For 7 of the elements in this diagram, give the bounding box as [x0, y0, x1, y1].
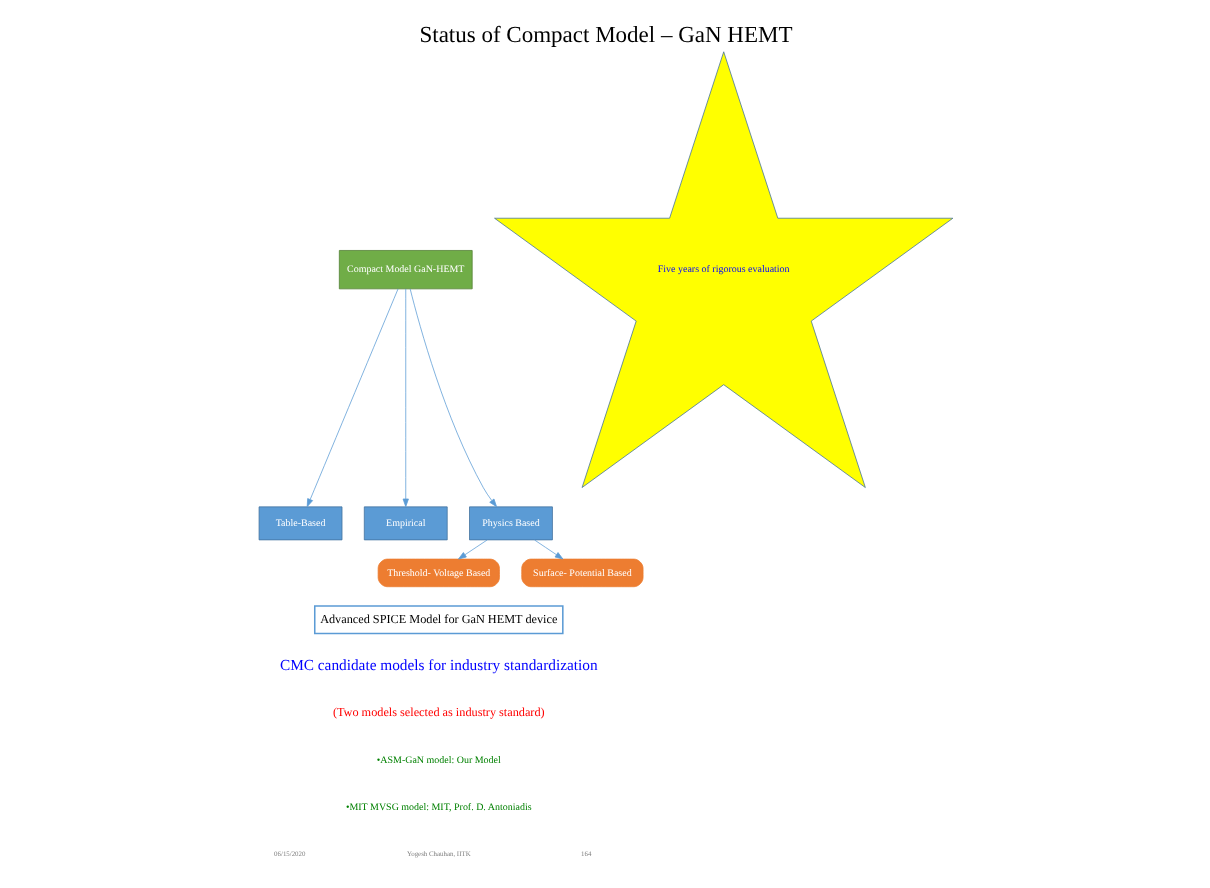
diagram-title: Status of Compact Model – GaN HEMT — [418, 23, 792, 48]
arrow — [401, 288, 408, 508]
arrow — [457, 539, 487, 560]
label: CMC candidate models for industry standardization — [278, 656, 597, 675]
arrow — [305, 288, 398, 508]
arrow — [533, 539, 563, 560]
arrow — [408, 288, 496, 508]
